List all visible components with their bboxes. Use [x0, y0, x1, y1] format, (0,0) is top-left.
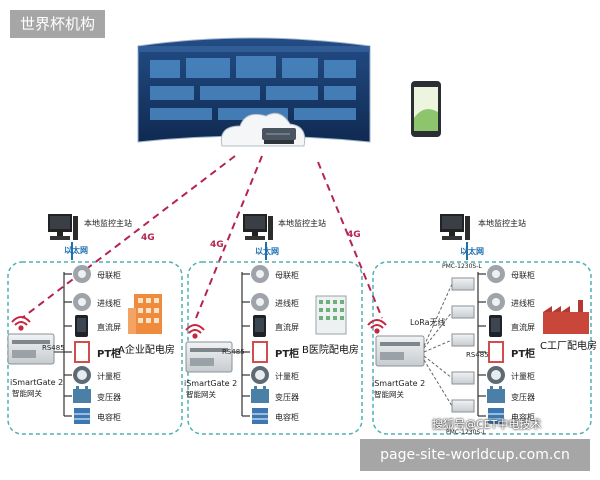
meter-icon — [73, 366, 91, 384]
capacitor-icon — [252, 408, 268, 424]
busbar-icon — [251, 265, 269, 283]
gateway-name-a: iSmartGate 2 — [10, 378, 63, 387]
gateway-sub-c: 智能网关 — [374, 389, 404, 399]
hospital-building-icon — [316, 296, 346, 334]
pmc-modules — [452, 278, 474, 412]
cloud-platform — [138, 38, 370, 146]
device-label-a-4: 计量柜 — [97, 371, 121, 381]
device-label-b-6: 电容柜 — [275, 412, 299, 422]
device-label-a-2: 直流屏 — [97, 322, 121, 332]
device-label-a-0: 母联柜 — [97, 270, 121, 280]
pmc-label-top: PMC-1230S-L — [442, 263, 482, 270]
device-label-c-3: PT柜 — [511, 347, 535, 360]
local-station-label-c: 本地监控主站 — [478, 218, 526, 228]
device-label-b-1: 进线柜 — [275, 298, 299, 308]
transformer-icon — [73, 386, 91, 403]
device-icons-b — [251, 265, 269, 424]
device-label-c-0: 母联柜 — [511, 270, 535, 280]
gateway-name-b: iSmartGate 2 — [184, 379, 237, 388]
mobile-app-phone — [411, 81, 441, 137]
transformer-icon — [487, 386, 505, 403]
dc-screen-icon — [253, 315, 266, 337]
room-label-c: C工厂配电房 — [540, 339, 597, 352]
device-label-b-5: 变压器 — [275, 392, 299, 402]
gateway-sub-a: 智能网关 — [12, 388, 42, 398]
ethernet-label-a: 以太网 — [64, 245, 88, 255]
device-bus-a — [64, 272, 72, 416]
device-label-c-4: 计量柜 — [511, 371, 535, 381]
factory-icon — [543, 300, 589, 334]
gateway-sub-b: 智能网关 — [186, 389, 216, 399]
dc-screen-icon — [75, 315, 88, 337]
device-label-b-2: 直流屏 — [275, 322, 299, 332]
lora-label: LoRa无线 — [410, 317, 446, 327]
link-label-1: 4G — [141, 233, 155, 243]
device-label-a-6: 电容柜 — [97, 412, 121, 422]
ethernet-label-b: 以太网 — [255, 246, 279, 256]
ethernet-label-c: 以太网 — [460, 246, 484, 256]
device-label-c-5: 变压器 — [511, 392, 535, 402]
pt-cabinet-icon — [75, 342, 89, 362]
dc-screen-icon — [489, 315, 502, 337]
busbar-icon — [487, 265, 505, 283]
device-bus-b — [242, 272, 250, 416]
top-left-watermark: 世界杯机构 — [10, 10, 105, 38]
busbar-icon — [73, 265, 91, 283]
incoming-icon — [251, 293, 269, 311]
pt-cabinet-icon — [253, 342, 267, 362]
device-label-b-3: PT柜 — [275, 347, 299, 360]
incoming-icon — [487, 293, 505, 311]
device-icons-c — [487, 265, 505, 424]
link-label-2: 4G — [210, 240, 224, 250]
transformer-icon — [251, 386, 269, 403]
device-icons-a — [73, 265, 91, 424]
device-label-a-5: 变压器 — [97, 392, 121, 402]
pt-cabinet-icon — [489, 342, 503, 362]
gateway-device-c — [376, 336, 424, 366]
capacitor-icon — [74, 408, 90, 424]
wifi-icon — [12, 317, 30, 330]
device-label-c-2: 直流屏 — [511, 322, 535, 332]
incoming-icon — [73, 293, 91, 311]
source-watermark: 搜狐号@CET中电技术 — [432, 416, 541, 432]
rs485-label-a: RS485 — [42, 344, 65, 352]
local-station-label-a: 本地监控主站 — [84, 218, 132, 228]
building-icon-a — [128, 294, 162, 334]
room-label-a: A企业配电房 — [118, 343, 175, 356]
local-station-label-b: 本地监控主站 — [278, 218, 326, 228]
meter-icon — [487, 366, 505, 384]
wifi-icon — [368, 320, 386, 333]
device-label-c-1: 进线柜 — [511, 298, 535, 308]
gateway-device-b — [186, 342, 232, 372]
device-bus-c — [478, 272, 486, 416]
meter-icon — [251, 366, 269, 384]
gateway-name-c: iSmartGate 2 — [372, 379, 425, 388]
lora-links — [424, 284, 452, 406]
room-label-b: B医院配电房 — [302, 343, 359, 356]
device-label-b-0: 母联柜 — [275, 270, 299, 280]
device-label-a-1: 进线柜 — [97, 298, 121, 308]
device-label-b-4: 计量柜 — [275, 371, 299, 381]
site-watermark: page-site-worldcup.com.cn — [360, 439, 590, 471]
link-label-3: 4G — [347, 230, 361, 240]
